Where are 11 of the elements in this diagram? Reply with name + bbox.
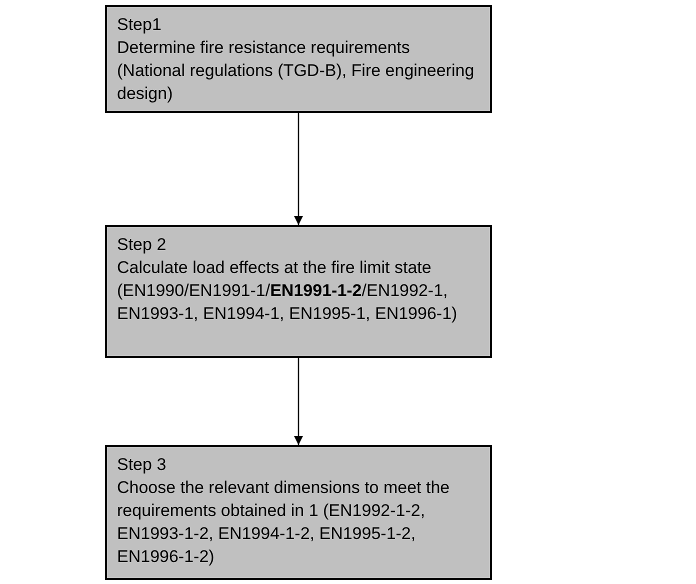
- step-description: Choose the relevant dimensions to meet the requirements obtained in 1 (EN1992-1-2, EN1993-1-2, EN1994-1-2, EN1995-1-2, EN1996-1-2): [117, 477, 451, 568]
- step-description: Calculate load effects at the fire limit state (EN1990/EN1991-1/EN1991-1-2/EN1992-1, EN1993-1, EN1994-1, EN1995-1, EN1996-1): [117, 257, 458, 325]
- step-description: Determine fire resistance requirements (National regulations (TGD-B), Fire engineering design): [117, 37, 476, 105]
- arrow: [294, 358, 303, 445]
- step-heading: Step 3: [117, 454, 168, 476]
- process-box: [105, 445, 492, 580]
- step-heading: Step1: [117, 14, 162, 36]
- process-box: [105, 225, 492, 358]
- arrow: [294, 113, 303, 225]
- step-heading: Step 2: [117, 234, 168, 256]
- process-box: [105, 5, 492, 113]
